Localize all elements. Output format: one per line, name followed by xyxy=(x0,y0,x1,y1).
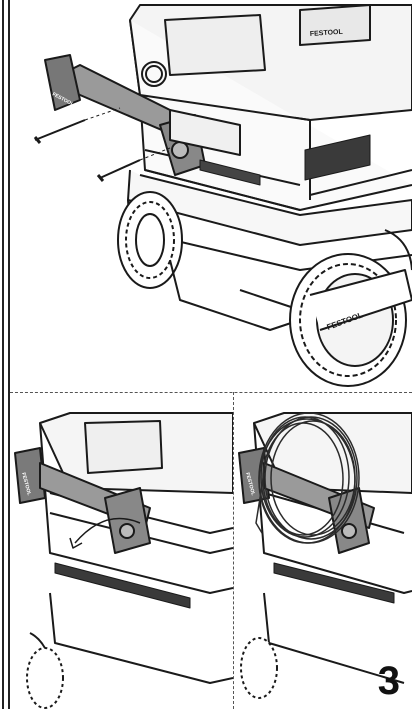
handle-rotate-panel: FESTOOL xyxy=(10,393,233,709)
cable-coil-icon xyxy=(255,412,360,544)
handle-rotate-illustration: FESTOOL xyxy=(14,412,233,709)
handle-brand-label-2: FESTOOL xyxy=(20,472,32,496)
rotate-arrow-icon xyxy=(74,517,141,544)
lid-brand-label: FESTOOL xyxy=(310,29,344,38)
handle-brand-label-3: FESTOOL xyxy=(244,472,256,496)
cable-stow-illustration: FESTOOL xyxy=(238,412,412,699)
left-border-inner xyxy=(8,0,10,709)
panel-divider-horizontal xyxy=(10,392,412,393)
vacuum-mount-illustration: FESTOOL FESTOOL FESTOOL xyxy=(33,4,412,387)
left-border-outer xyxy=(2,0,4,709)
cable-stow-panel: FESTOOL 3 xyxy=(234,393,412,709)
panel-divider-vertical xyxy=(233,392,234,709)
mount-handle-panel: FESTOOL FESTOOL FESTOOL xyxy=(10,0,412,392)
step-number: 3 xyxy=(377,659,400,703)
